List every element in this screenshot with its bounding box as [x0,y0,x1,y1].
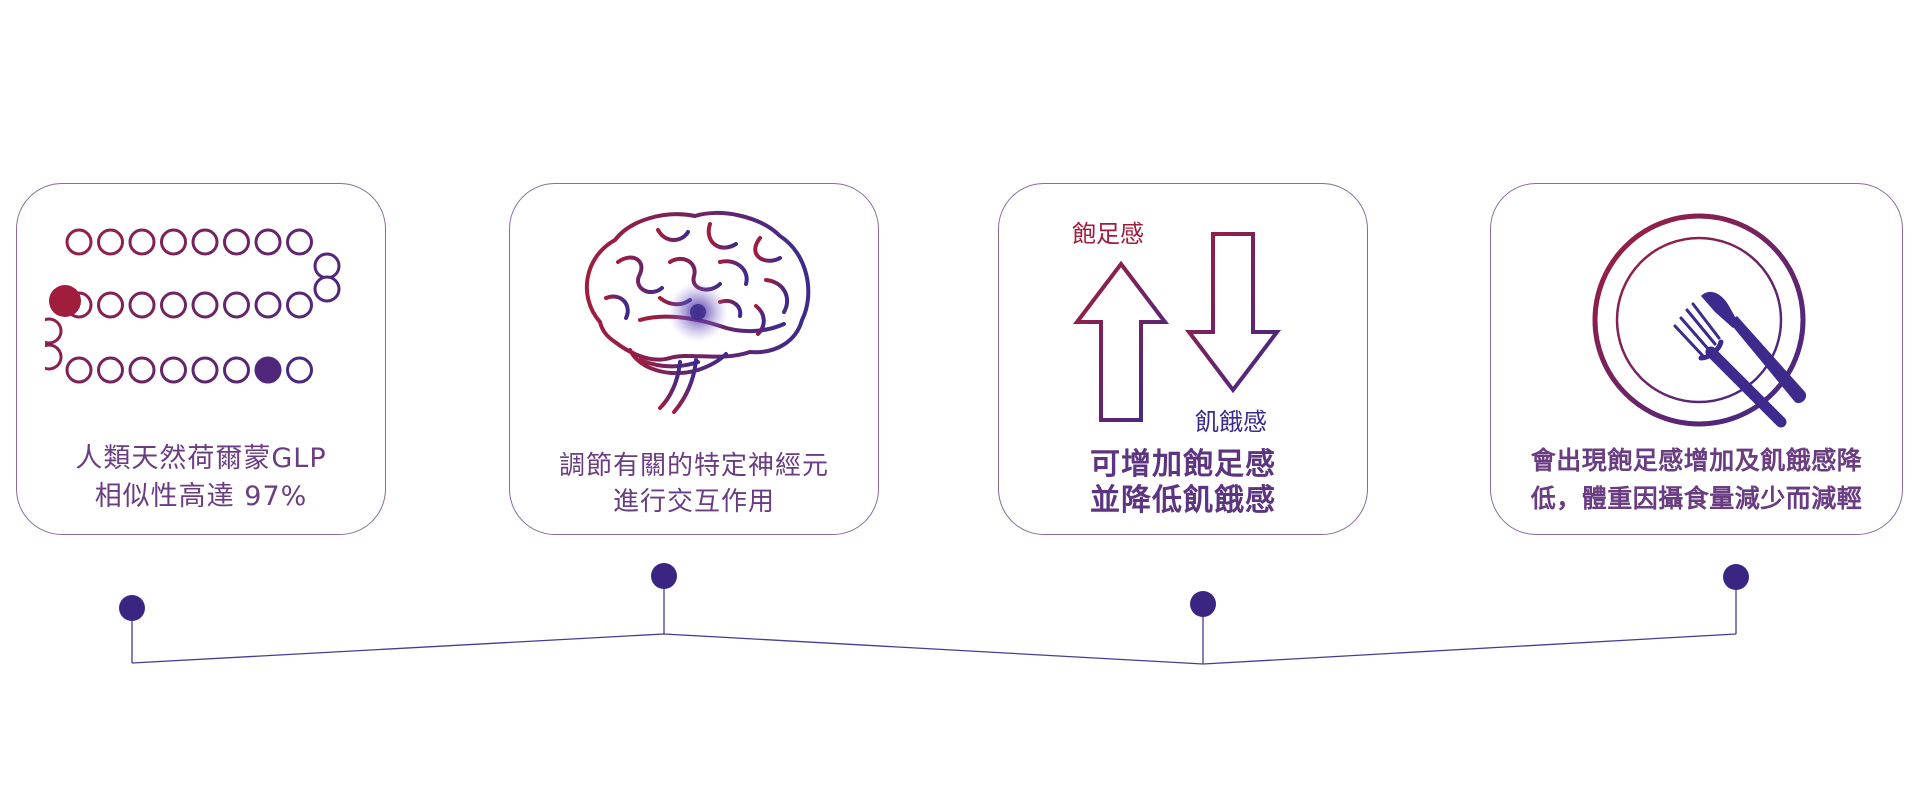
chain-bead [97,291,124,319]
up-arrow-icon [1072,260,1170,422]
caption-line-1: 人類天然荷爾蒙GLP [75,443,327,474]
chain-bead [286,356,313,384]
chain-bead [160,291,187,319]
caption-line-2: 相似性高達 97% [94,481,308,512]
chain-bead [97,228,124,256]
chain-bead [223,228,250,256]
chain-bead [191,356,219,384]
caption-weight-reduction: 會出現飽足感增加及飢餓感降 低，體重因攝食量減少而減輕 [1491,442,1902,518]
card-weight-reduction: 會出現飽足感增加及飢餓感降 低，體重因攝食量減少而減輕 [1490,183,1903,535]
chain-bead [65,228,93,256]
chain-bead [128,228,156,256]
chain-bead [254,356,282,384]
chain-bead [191,291,219,319]
chain-bead [128,356,156,384]
plate-fork-knife-icon [1592,213,1807,428]
chain-bead [45,317,63,345]
chain-bead [223,356,250,384]
caption-line-2: 進行交互作用 [612,487,775,517]
caption-line-1: 調節有關的特定神經元 [558,451,829,481]
caption-line-1: 會出現飽足感增加及飢餓感降 [1530,446,1863,475]
chain-bead [254,291,282,319]
caption-line-1: 可增加飽足感 [1090,447,1276,482]
caption-line-2: 並降低飢餓感 [1090,483,1276,518]
satiety-label: 飽足感 [1072,220,1144,248]
chain-bead [97,356,124,384]
glp-peptide-chain-icon [45,228,341,384]
chain-bead [313,275,341,303]
chain-bead-highlight [49,285,81,317]
chain-bead [160,356,187,384]
chain-bead [286,228,313,256]
caption-line-2: 低，體重因攝食量減少而減輕 [1530,484,1863,513]
caption-glp-similarity: 人類天然荷爾蒙GLP 相似性高達 97% [17,440,385,516]
brain-icon [584,211,811,414]
timeline-node-1 [119,595,145,621]
chain-bead [223,291,250,319]
chain-bead [254,228,282,256]
card-satiety-hunger: 飽足感 飢餓感 可增加飽足感 並降低飢餓感 [998,183,1368,535]
timeline-node-2 [651,563,677,589]
caption-satiety-hunger: 可增加飽足感 並降低飢餓感 [999,447,1367,519]
chain-bead [286,291,313,319]
chain-bead [160,228,187,256]
chain-bead [45,343,63,371]
timeline-node-4 [1723,564,1749,590]
chain-bead [191,228,219,256]
timeline-node-3 [1190,591,1216,617]
card-glp-similarity: 人類天然荷爾蒙GLP 相似性高達 97% [16,183,386,535]
chain-bead [128,291,156,319]
card-neuron-interaction: 調節有關的特定神經元 進行交互作用 [509,183,879,535]
chain-bead [65,356,93,384]
caption-neuron-interaction: 調節有關的特定神經元 進行交互作用 [510,448,878,520]
hunger-label: 飢餓感 [1195,408,1267,436]
down-arrow-icon [1184,232,1282,394]
